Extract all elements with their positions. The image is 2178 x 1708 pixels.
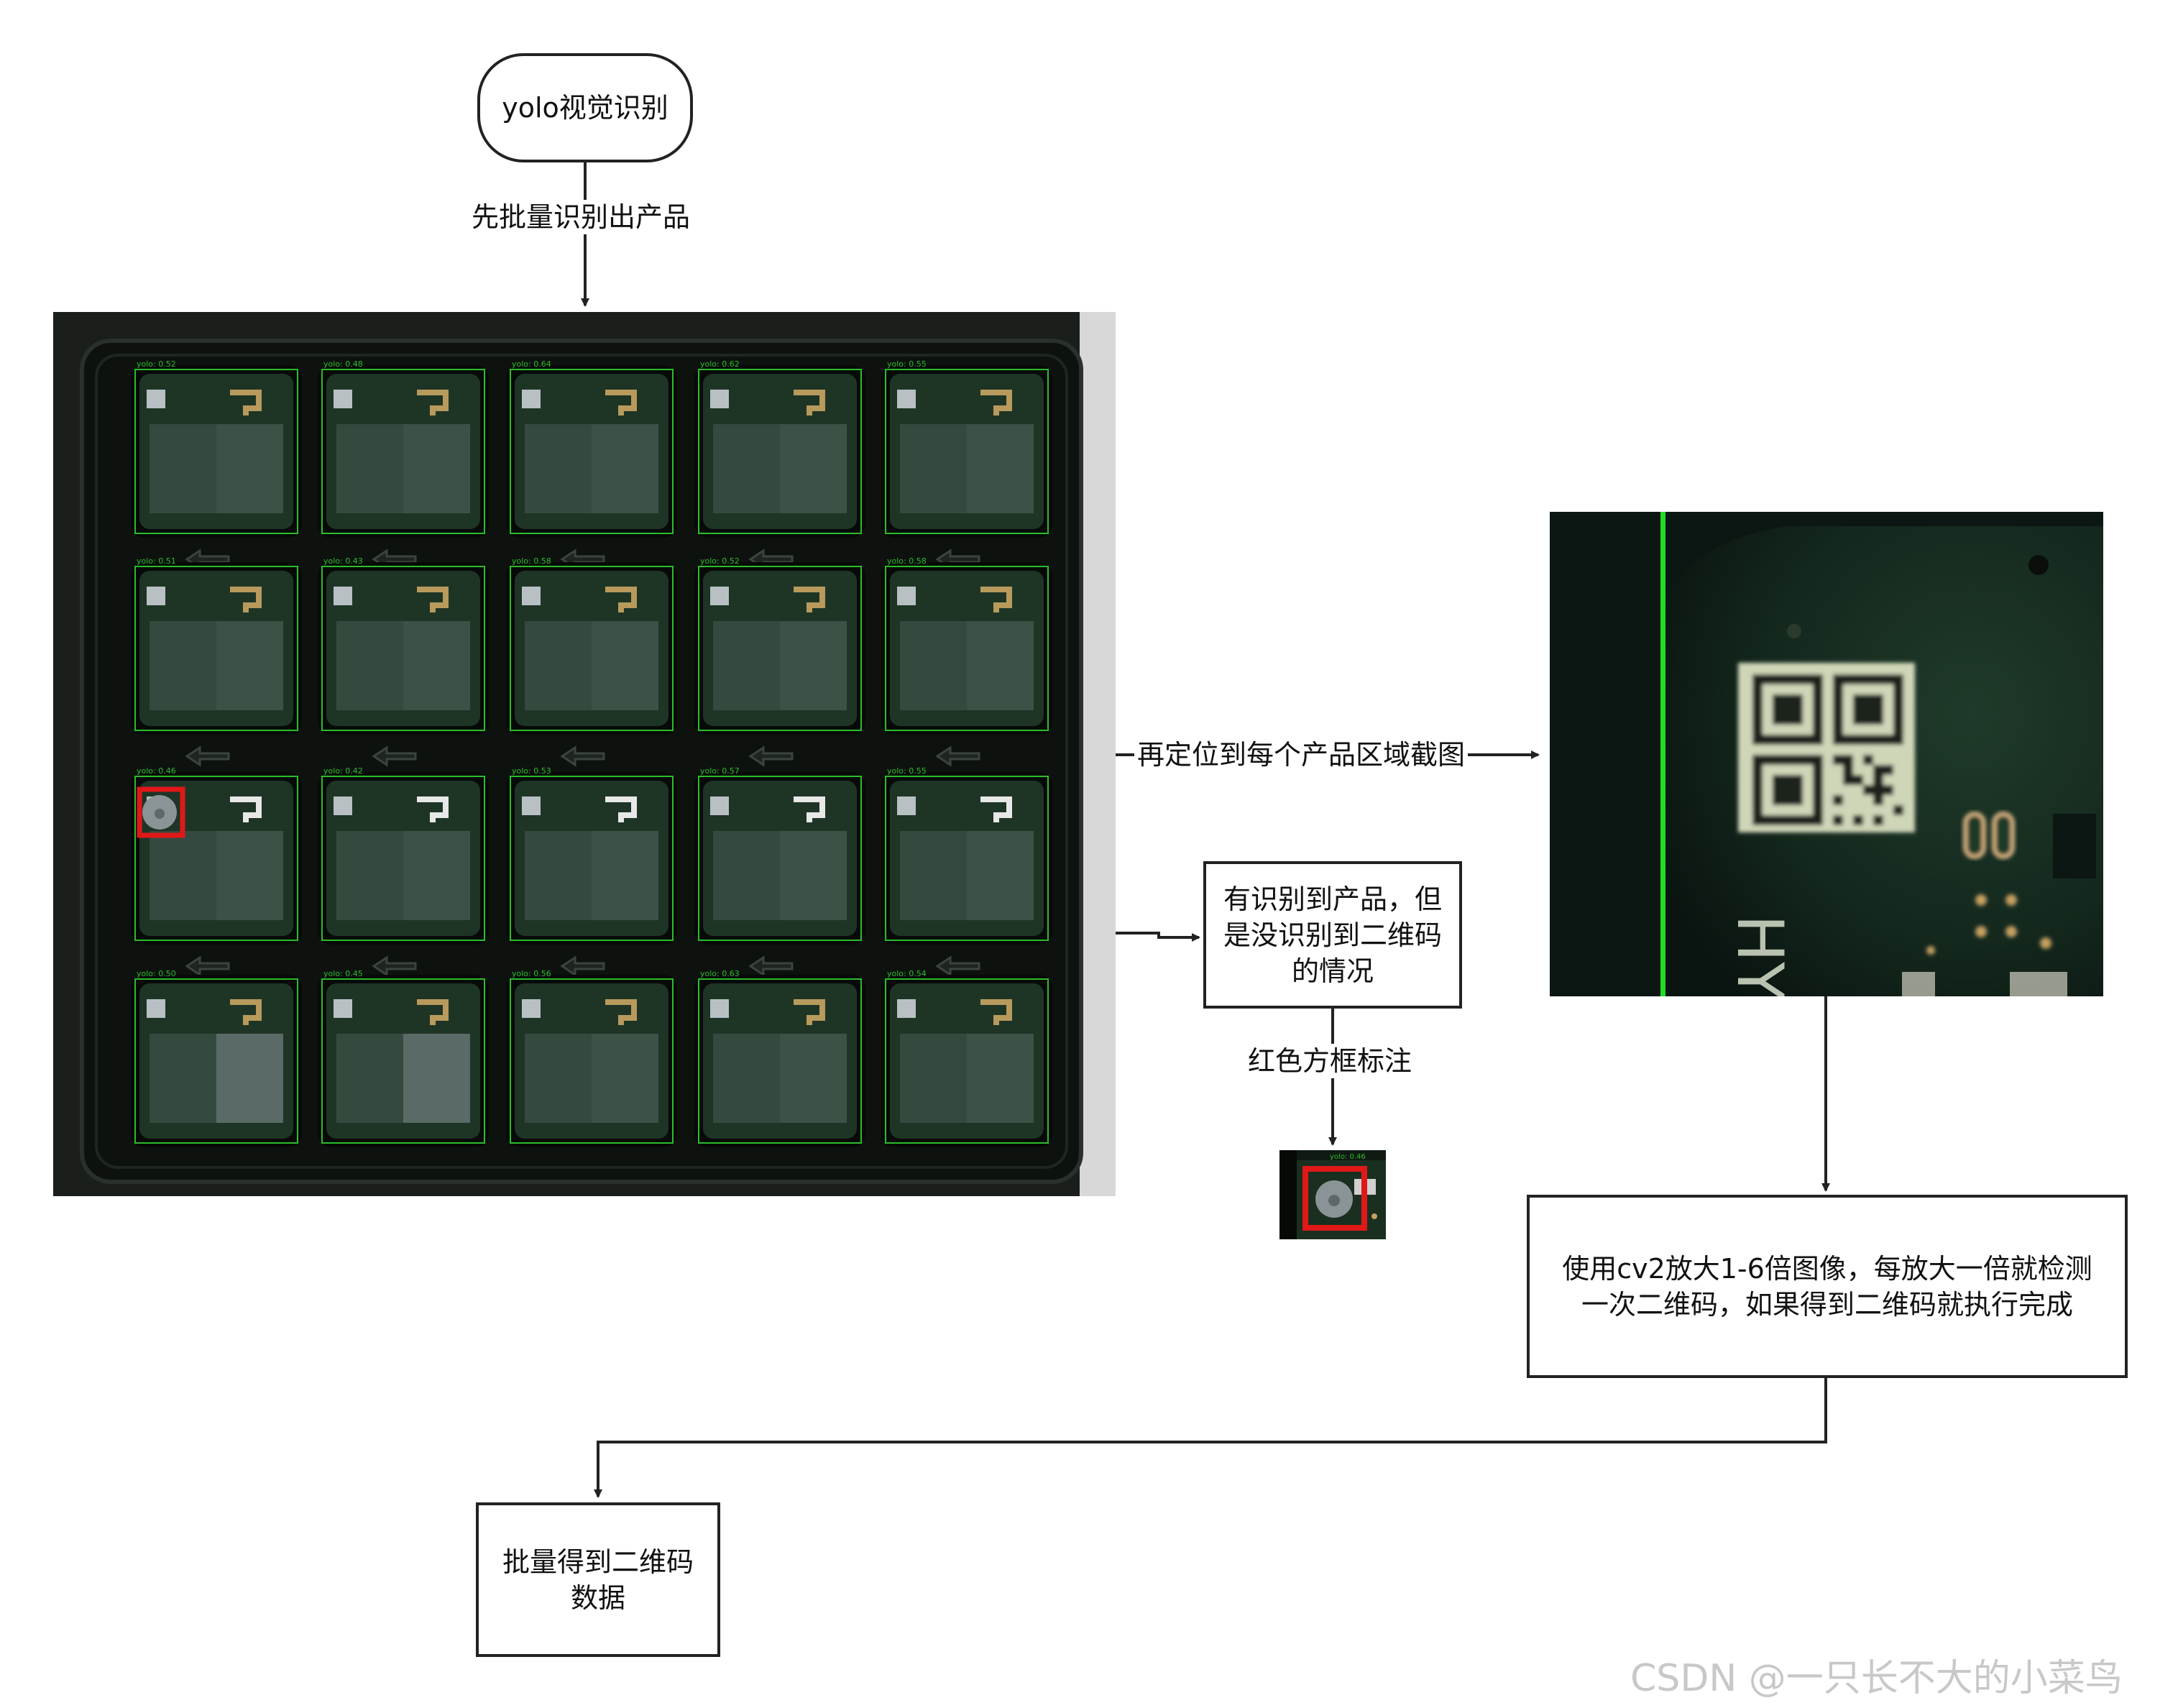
detection-box: [510, 369, 674, 534]
watermark: CSDN @一只长不大的小菜鸟: [1630, 1657, 2123, 1700]
edge-label-batch: 先批量识别出产品: [469, 200, 694, 234]
detection-score: yolo: 0.51: [137, 556, 176, 566]
detection-box: [321, 566, 485, 731]
detection-score: yolo: 0.48: [323, 359, 363, 369]
edge-zoom-to-end: [594, 1378, 1827, 1498]
detection-box: [885, 776, 1049, 941]
tray-cell: yolo: 0.51: [131, 556, 302, 767]
detection-box: [698, 369, 862, 534]
red-flag-box: [137, 786, 185, 838]
detection-box: [698, 566, 862, 731]
start-node: yolo视觉识别: [477, 53, 693, 162]
tray-cell: yolo: 0.48: [318, 359, 489, 570]
detection-score: yolo: 0.63: [700, 969, 740, 978]
tray-cell: yolo: 0.45: [318, 969, 489, 1147]
detection-box: [134, 978, 298, 1144]
zoom-process-label: 使用cv2放大1-6倍图像，每放大一倍就检测一次二维码，如果得到二维码就执行完成: [1562, 1252, 2092, 1321]
detection-box: [134, 566, 298, 731]
detection-score: yolo: 0.56: [512, 969, 551, 978]
tray-cell: yolo: 0.54: [881, 969, 1052, 1147]
edge-label-crop: 再定位到每个产品区域截图: [1134, 738, 1469, 772]
detection-box: [321, 978, 485, 1144]
tray-cell: yolo: 0.62: [694, 359, 865, 570]
detection-score: yolo: 0.54: [887, 969, 927, 978]
tray-cell: yolo: 0.55: [881, 359, 1052, 570]
detection-box: [134, 776, 298, 941]
tray-cell: yolo: 0.52: [694, 556, 865, 767]
zoomed-qr-svg: HY: [1550, 512, 2103, 996]
tray-cell: yolo: 0.50: [131, 969, 302, 1147]
tray-svg: yolo: 0.52 yolo: 0.48 yolo: 0.64 yolo: 0.62…: [53, 312, 1116, 1196]
detection-score: yolo: 0.43: [323, 556, 363, 566]
detection-box: [885, 566, 1049, 731]
detection-score: yolo: 0.46: [137, 766, 176, 776]
flagged-crop-thumb: yolo: 0.46: [1279, 1150, 1386, 1239]
detection-score: yolo: 0.58: [887, 556, 927, 566]
edge-label-mark: 红色方框标注: [1245, 1044, 1415, 1078]
detection-box: [510, 978, 674, 1144]
detection-edge-line: [1660, 512, 1665, 996]
detection-box: [510, 776, 674, 941]
detection-score: yolo: 0.52: [700, 556, 740, 566]
detection-box: [698, 776, 862, 941]
qr-code: [1738, 663, 1915, 832]
tray-cell: yolo: 0.57: [694, 766, 865, 977]
tray-detection-image: yolo: 0.52 yolo: 0.48 yolo: 0.64 yolo: 0.62…: [53, 312, 1116, 1196]
tray-cell: yolo: 0.58: [881, 556, 1052, 767]
detection-score: yolo: 0.58: [512, 556, 551, 566]
zoom-process-node: 使用cv2放大1-6倍图像，每放大一倍就检测一次二维码，如果得到二维码就执行完成: [1527, 1195, 2128, 1378]
end-node-label: 批量得到二维码数据: [502, 1546, 694, 1614]
tray-cell: yolo: 0.42: [318, 766, 489, 977]
edge-tray-to-noqr: [1116, 932, 1200, 942]
flagged-qr-missing: [137, 786, 185, 838]
tray-cell: yolo: 0.53: [506, 766, 677, 977]
no-qr-node-label: 有识别到产品，但是没识别到二维码的情况: [1223, 883, 1442, 987]
start-node-label: yolo视觉识别: [502, 92, 668, 124]
detection-score: yolo: 0.53: [512, 766, 551, 776]
detection-box: [321, 369, 485, 534]
detection-score: yolo: 0.57: [700, 766, 740, 776]
detection-box: [134, 369, 298, 534]
detection-score: yolo: 0.55: [887, 359, 927, 369]
tray-cell: yolo: 0.56: [506, 969, 677, 1147]
detection-box: [510, 566, 674, 731]
no-qr-node: 有识别到产品，但是没识别到二维码的情况: [1203, 861, 1462, 1009]
thumb-score: yolo: 0.46: [1330, 1153, 1366, 1161]
thumb-red-box: [1302, 1166, 1367, 1231]
tray-cell: yolo: 0.58: [506, 556, 677, 767]
silkscreen-text: HY: [1723, 914, 1797, 996]
tray-cell: yolo: 0.64: [506, 359, 677, 570]
detection-score: yolo: 0.50: [137, 969, 176, 978]
detection-box: [698, 978, 862, 1144]
detection-score: yolo: 0.45: [323, 969, 363, 978]
detection-box: [885, 369, 1049, 534]
tray-cell: yolo: 0.55: [881, 766, 1052, 977]
end-node: 批量得到二维码数据: [476, 1502, 720, 1657]
tray-cell: yolo: 0.52: [131, 359, 302, 570]
detection-score: yolo: 0.52: [137, 359, 176, 369]
tray-cell: yolo: 0.63: [694, 969, 865, 1147]
detection-box: [321, 776, 485, 941]
detection-score: yolo: 0.64: [512, 359, 551, 369]
mount-hole: [1787, 624, 1801, 638]
detection-score: yolo: 0.62: [700, 359, 740, 369]
zoomed-qr-image: HY: [1550, 512, 2103, 996]
detection-score: yolo: 0.55: [887, 766, 927, 776]
tray-cell: yolo: 0.43: [318, 556, 489, 767]
detection-box: [885, 978, 1049, 1144]
detection-score: yolo: 0.42: [323, 766, 363, 776]
